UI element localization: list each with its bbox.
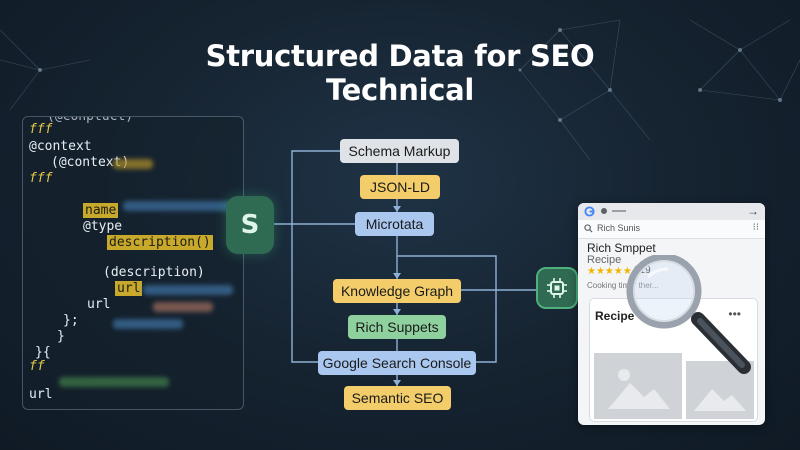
code-line: } (57, 329, 65, 344)
code-line: ff (29, 359, 45, 374)
menu-dot-icon[interactable] (601, 208, 607, 214)
blurred-token (59, 377, 169, 387)
result-title[interactable]: Rich Smppet (587, 241, 656, 255)
image-icon (694, 389, 746, 411)
code-panel: (@conptuct) fff @context (@context) fff … (22, 116, 244, 410)
schema-s-icon: S (240, 210, 260, 240)
blurred-token (143, 285, 233, 295)
options-icon[interactable]: ⁝⁝ (752, 222, 759, 233)
blurred-token (113, 319, 183, 329)
blurred-token (153, 302, 213, 312)
code-line: }; (63, 313, 79, 328)
code-line: url (29, 387, 53, 402)
code-line: fff (29, 171, 53, 186)
card-menu-icon[interactable]: ••• (728, 307, 741, 321)
node-knowledge-graph: Knowledge Graph (333, 279, 461, 303)
code-highlight-description: description() (107, 235, 213, 250)
code-highlight-name: name (83, 203, 119, 218)
code-line: @type (83, 219, 123, 234)
google-icon (584, 206, 595, 217)
image-icon (608, 369, 670, 409)
rating-stars: ★★★★★ (587, 266, 632, 277)
search-bar[interactable]: Rich Sunis ⁝⁝ (578, 220, 765, 239)
code-line: fff (29, 122, 53, 137)
code-line: @context (29, 139, 92, 154)
search-icon (584, 224, 593, 233)
card-title: Recipe (595, 309, 635, 323)
page-title-line-2: Technical (325, 73, 475, 107)
page-title-line-1: Structured Data for SEO (205, 39, 595, 73)
schema-connector-badge: S (226, 196, 274, 254)
code-line: }{ (35, 345, 51, 360)
blurred-token (123, 201, 233, 211)
forward-arrow-icon[interactable]: → (747, 204, 759, 218)
blurred-token (113, 159, 153, 169)
processor-icon (547, 278, 567, 298)
image-placeholder (594, 353, 682, 419)
code-line: (@conptuct) (47, 116, 134, 124)
code-line: url (87, 297, 111, 312)
chip-badge (536, 267, 578, 309)
browser-toolbar: → (578, 203, 765, 220)
result-snippet: Cooking timer ther... (587, 281, 659, 290)
node-schema-markup: Schema Markup (340, 139, 459, 163)
node-rich-snippets: Rich Suppets (348, 315, 446, 339)
search-result-browser: → Rich Sunis ⁝⁝ Rich Smppet Recipe ★★★★★… (578, 203, 765, 425)
node-google-search-console: Google Search Console (318, 351, 476, 375)
node-json-ld: JSON-LD (360, 175, 440, 199)
magnifier-icon (626, 255, 751, 374)
search-query: Rich Sunis (597, 223, 641, 233)
code-line: (description) (103, 265, 205, 280)
result-subtitle: Recipe (587, 254, 622, 266)
code-line: (@context) (51, 155, 130, 170)
node-semantic-seo: Semantic SEO (344, 386, 451, 410)
tab-line-icon (612, 210, 626, 212)
code-highlight-url: url (115, 281, 143, 296)
node-microdata: Microtata (355, 212, 434, 236)
